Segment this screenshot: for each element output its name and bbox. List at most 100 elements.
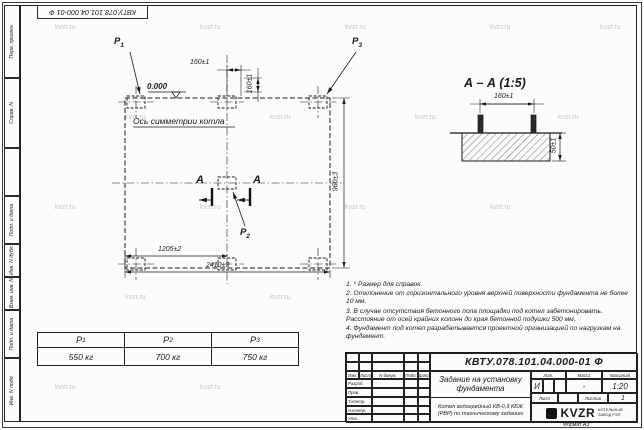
dim-bolt-spacing-x: 160±1 — [190, 59, 210, 66]
section-aa-linework — [450, 99, 566, 162]
logo-caption-line1: КОТЕЛЬНЫЙ — [598, 407, 623, 413]
company-logo-cell: KVZR КОТЕЛЬНЫЙ ЗАВОД РЭП — [531, 403, 638, 423]
foundation-plan-linework — [112, 51, 357, 284]
section-mark-a-right: А — [253, 174, 261, 186]
watermark: kvzr.ru — [200, 204, 221, 211]
watermark: kvzr.ru — [200, 24, 221, 31]
point-p2-label: P2 — [240, 227, 250, 240]
change-cell — [372, 362, 404, 371]
role-empty — [404, 406, 418, 414]
watermark: kvzr.ru — [200, 384, 221, 391]
role-empty — [418, 388, 430, 397]
watermark: kvzr.ru — [125, 114, 146, 121]
change-cell — [372, 353, 404, 362]
mass-value: - — [566, 379, 602, 393]
role-empty — [372, 414, 404, 423]
change-cell — [359, 362, 372, 371]
role-empty — [372, 379, 404, 388]
title-block-name-cell: Задание на установку фундамента Котел во… — [430, 371, 531, 423]
point-p1-label: P1 — [114, 36, 124, 49]
technical-notes: 1. * Размер для справок. 2. Отклонение о… — [346, 281, 634, 342]
kvzr-logo-text: KVZR — [560, 406, 596, 420]
role-prov: Пров. — [346, 388, 372, 397]
strip-box-podp-data-1: Подп. и дата — [4, 196, 20, 244]
load-table-value-p3: 750 кг — [211, 347, 299, 366]
mass-label: Масса — [566, 371, 602, 379]
role-empty — [418, 414, 430, 423]
note-4: 4. Фундамент под котел разрабатывается п… — [346, 324, 621, 341]
role-empty — [418, 406, 430, 414]
title-block: КВТУ.078.101.04.000-01 Ф Изм. Лист N док… — [345, 352, 638, 423]
role-razrab: Разраб. — [346, 379, 372, 388]
dim-half-length: 1205±2 — [158, 246, 182, 253]
watermark: kvzr.ru — [270, 294, 291, 301]
strip-box-inv-podl: Инв. N подл. — [4, 358, 20, 422]
note-1: 1. * Размер для справок. — [346, 281, 423, 288]
change-cell — [404, 353, 418, 362]
load-table-value-p1: 550 кг — [37, 347, 125, 366]
sheet-value-empty — [558, 393, 578, 403]
watermark: kvzr.ru — [415, 114, 436, 121]
point-p3-label: P3 — [352, 36, 362, 49]
change-cell — [418, 362, 430, 371]
change-cell — [418, 353, 430, 362]
strip-box-empty — [4, 148, 20, 196]
section-dim-height: 50±1 — [550, 137, 558, 154]
col-izm: Изм. — [346, 371, 359, 379]
col-list: Лист — [359, 371, 372, 379]
role-nkontr: Н.контр. — [346, 406, 372, 414]
scale-label: Масштаб — [602, 371, 638, 379]
lit-cell-2 — [543, 379, 554, 393]
role-utv: Утв. — [346, 414, 372, 423]
lit-cell-3 — [554, 379, 566, 393]
watermark: kvzr.ru — [490, 24, 511, 31]
role-empty — [372, 397, 404, 406]
title-block-doc-number: КВТУ.078.101.04.000-01 Ф — [430, 353, 638, 371]
role-empty — [418, 397, 430, 406]
change-cell — [346, 353, 359, 362]
watermark: kvzr.ru — [55, 24, 76, 31]
role-empty — [404, 414, 418, 423]
sheets-label: Листов — [578, 393, 608, 403]
col-podp: Подп. — [404, 371, 418, 379]
strip-box-perv-primen: Перв. примен. — [4, 5, 20, 78]
lit-value: И — [531, 379, 543, 393]
corner-designation-stamp: КВТУ.078.101.04.000-01 Ф — [37, 5, 148, 19]
strip-box-sprav-n: Справ. N — [4, 78, 20, 148]
watermark: kvzr.ru — [270, 114, 291, 121]
change-cell — [346, 362, 359, 371]
watermark: kvzr.ru — [55, 384, 76, 391]
boiler-symmetry-axis-label: Ось симметрии котла — [133, 116, 225, 126]
col-data: Дата — [418, 371, 430, 379]
format-label: Формат А3 — [563, 422, 590, 428]
section-dim-width: 160±1 — [494, 93, 514, 100]
lit-label: Лит. — [531, 371, 566, 379]
dim-bolt-spacing-y: 160±1 — [246, 73, 254, 94]
section-mark-a-left: А — [196, 174, 204, 186]
col-ndokum: N докум. — [372, 371, 404, 379]
role-empty — [418, 379, 430, 388]
role-empty — [372, 388, 404, 397]
note-3: 3. В случае отсутствия бетонного пола пл… — [346, 307, 603, 323]
drawing-frame — [20, 5, 637, 422]
role-tkontr: Т.контр. — [346, 397, 372, 406]
scale-value: 1:20 — [602, 379, 638, 393]
watermark: kvzr.ru — [55, 204, 76, 211]
title-block-doc-title: Задание на установку фундамента — [431, 372, 530, 398]
role-empty — [404, 379, 418, 388]
watermark: kvzr.ru — [345, 24, 366, 31]
sheet-label: Лист — [531, 393, 558, 403]
change-cell — [359, 353, 372, 362]
logo-caption-line2: ЗАВОД РЭП — [598, 412, 621, 417]
strip-box-inv-dubl: Инв. N дубл. — [4, 244, 20, 277]
watermark: kvzr.ru — [558, 114, 579, 121]
watermark: kvzr.ru — [490, 204, 511, 211]
sheets-value: 1 — [608, 393, 638, 403]
role-empty — [404, 388, 418, 397]
watermark: kvzr.ru — [125, 294, 146, 301]
